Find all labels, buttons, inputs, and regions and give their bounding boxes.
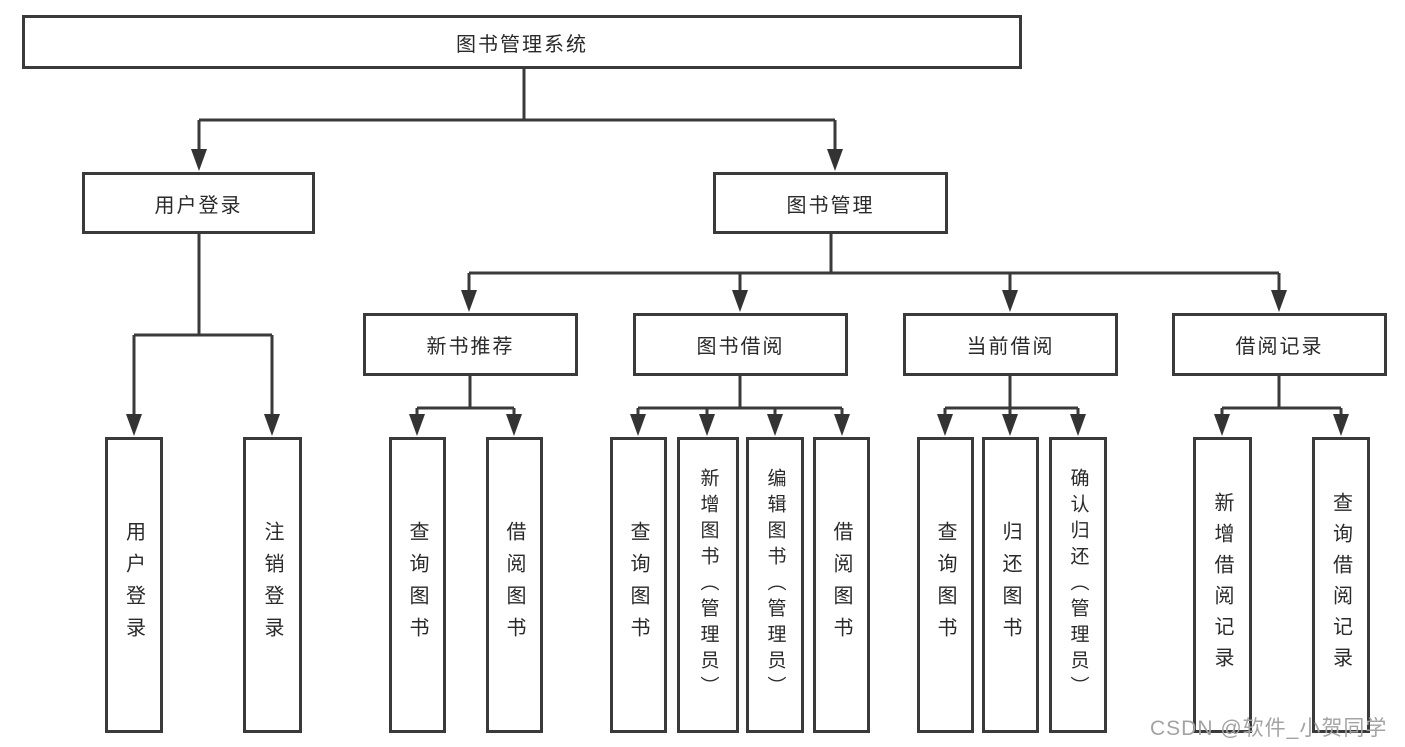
arrowhead-rc2: [1333, 414, 1349, 436]
arrowhead-bw1: [630, 414, 646, 436]
arrowhead-nb1: [409, 414, 425, 436]
arrowhead-bw2: [699, 414, 715, 436]
leaf-return-books: 归还图书: [982, 437, 1039, 733]
arrowhead-bw4: [834, 414, 850, 436]
leaf-logout: 注销登录: [243, 437, 302, 733]
leaf-query-books-borrow: 查询图书: [610, 437, 667, 733]
node-current-borrowing: 当前借阅: [903, 313, 1118, 376]
arrowhead-nb2: [506, 414, 522, 436]
leaf-query-books-current: 查询图书: [917, 437, 974, 733]
leaf-user-login: 用户登录: [105, 437, 163, 733]
arrowhead-cu1: [937, 414, 953, 436]
node-new-book-recommendation: 新书推荐: [363, 313, 578, 376]
csdn-watermark: CSDN @软件_小贺同学: [1150, 717, 1388, 740]
node-borrowing-records: 借阅记录: [1172, 313, 1387, 376]
leaf-confirm-return-admin: 确认归还（管理员）: [1049, 437, 1107, 733]
leaf-borrow-books-recommend: 借阅图书: [486, 437, 543, 733]
node-user-login: 用户登录: [82, 172, 315, 234]
leaf-add-books-admin: 新增图书（管理员）: [677, 437, 739, 733]
node-book-management: 图书管理: [713, 172, 948, 234]
arrowhead-rc1: [1214, 414, 1230, 436]
arrowheads: [126, 149, 1349, 436]
arrowhead-cu3: [1070, 414, 1086, 436]
arrowhead-user-login: [191, 149, 207, 171]
arrowhead-leaf-login: [126, 414, 142, 436]
arrowhead-borrow: [732, 290, 748, 312]
node-book-borrowing: 图书借阅: [633, 313, 848, 376]
node-library-management-system: 图书管理系统: [22, 15, 1022, 69]
arrowhead-cu2: [1002, 414, 1018, 436]
leaf-query-books-recommend: 查询图书: [389, 437, 446, 733]
leaf-query-borrow-record: 查询借阅记录: [1312, 437, 1370, 733]
arrowhead-book-mgmt: [827, 149, 843, 171]
leaf-borrow-books: 借阅图书: [813, 437, 870, 733]
arrowhead-newbook: [461, 290, 477, 312]
leaf-add-borrow-record: 新增借阅记录: [1193, 437, 1252, 733]
arrowhead-bw3: [767, 414, 783, 436]
leaf-edit-books-admin: 编辑图书（管理员）: [746, 437, 804, 733]
arrowhead-records: [1271, 290, 1287, 312]
arrowhead-leaf-logout: [264, 414, 280, 436]
arrowhead-current: [1002, 290, 1018, 312]
